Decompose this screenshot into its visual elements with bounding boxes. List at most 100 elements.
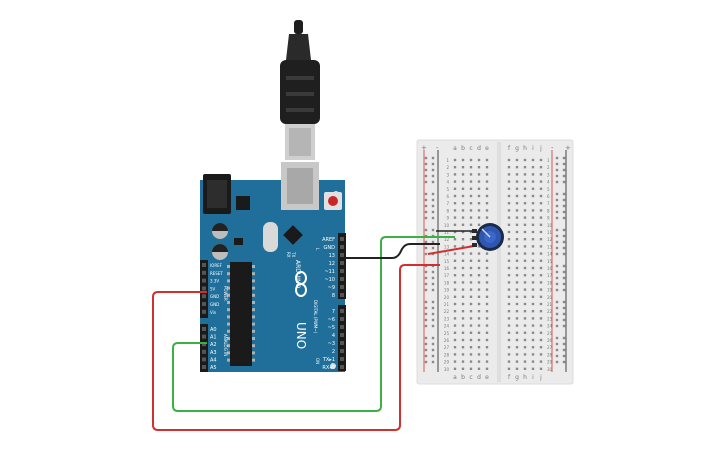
rail-minus-label-right: - (551, 144, 554, 152)
breadboard-row-label: 4 (547, 180, 550, 185)
crystal-oscillator (263, 222, 278, 252)
black-ground-wire[interactable] (345, 243, 440, 259)
power-title: POWER (223, 286, 228, 301)
digital-header-bottom[interactable] (338, 305, 346, 371)
breadboard-row-label: 8 (446, 208, 449, 213)
digital-title: DIGITAL (PWM~) (313, 300, 318, 334)
digital-pin-label: ~9 (328, 285, 335, 291)
breadboard-row-label: 9 (547, 216, 550, 221)
digital-pin-label: 13 (329, 253, 335, 259)
tx-led-label: TX (291, 251, 296, 257)
breadboard-row-label: 13 (547, 244, 553, 249)
breadboard-row-label: 26 (444, 338, 450, 343)
breadboard-row-label: 10 (444, 223, 450, 228)
reset-button[interactable] (324, 192, 342, 210)
digital-pin-label: GND (324, 245, 336, 251)
breadboard-column-label: g (515, 374, 519, 381)
red-jumper[interactable] (427, 245, 475, 255)
breadboard-column-label: b (461, 374, 465, 381)
power-pin-label: RESET (210, 271, 223, 276)
breadboard-column-label: i (532, 374, 534, 381)
breadboard-row-label: 2 (446, 165, 449, 170)
breadboard-row-label: 27 (547, 345, 553, 350)
breadboard-column-label: d (477, 374, 481, 381)
breadboard-row-label: 10 (547, 223, 553, 228)
analog-pin-label: A0 (210, 327, 217, 333)
arduino-uno-board[interactable]: ARDUINO UNO TX RX L ON AREFGND1312~11~10… (200, 162, 346, 372)
breadboard-row-label: 22 (547, 309, 553, 314)
digital-header-top[interactable] (338, 233, 346, 299)
breadboard-row-label: 21 (444, 302, 450, 307)
breadboard-row-label: 16 (547, 266, 553, 271)
breadboard-row-label: 15 (444, 259, 450, 264)
breadboard-row-label: 16 (444, 266, 450, 271)
analog-pin-label: A1 (210, 335, 217, 341)
analog-header[interactable] (200, 324, 208, 372)
power-pin-label: Vin (210, 310, 217, 315)
on-led-label: ON (315, 358, 320, 364)
green-signal-wire[interactable] (172, 236, 455, 412)
analog-title: ANALOG IN (223, 334, 228, 356)
breadboard-row-label: 13 (444, 244, 450, 249)
breadboard-row-label: 15 (547, 259, 553, 264)
breadboard-row-label: 28 (547, 352, 553, 357)
potentiometer[interactable] (472, 223, 504, 251)
breadboard-row-label: 18 (547, 280, 553, 285)
breadboard-row-label: 17 (444, 273, 450, 278)
breadboard-row-label: 2 (547, 165, 550, 170)
usb-cable[interactable] (280, 20, 320, 160)
breadboard-row-label: 8 (547, 208, 550, 213)
breadboard-row-label: 3 (446, 172, 449, 177)
digital-pin-label: ~10 (324, 277, 335, 283)
rx-led-label: RX (286, 252, 291, 258)
breadboard-row-label: 28 (444, 352, 450, 357)
breadboard-row-label: 24 (547, 324, 553, 329)
digital-pin-label: 4 (332, 333, 335, 339)
breadboard-column-label: j (539, 145, 542, 152)
breadboard-column-label: j (539, 374, 542, 381)
digital-pin-label: 8 (332, 293, 335, 299)
breadboard-column-label: a (453, 374, 457, 381)
breadboard-column-label: a (453, 145, 457, 152)
atmega-chip (230, 262, 252, 366)
digital-pin-label: AREF (322, 237, 335, 243)
breadboard-row-label: 22 (444, 309, 450, 314)
breadboard-column-label: f (508, 374, 511, 381)
digital-pin-label: 2 (332, 349, 335, 355)
breadboard-row-label: 1 (547, 158, 550, 163)
digital-pin-label: TX▸1 (322, 357, 335, 363)
analog-pin-label: A4 (210, 357, 217, 363)
power-pin-label: GND (210, 294, 219, 299)
breadboard-row-label: 5 (547, 187, 550, 192)
wires[interactable] (152, 230, 475, 431)
red-power-wire[interactable] (152, 264, 440, 431)
rail-minus-label: - (436, 144, 439, 152)
breadboard-row-label: 18 (444, 280, 450, 285)
digital-pin-label: 7 (332, 309, 335, 315)
breadboard-column-label: f (508, 145, 511, 152)
breadboard-column-label: c (469, 374, 472, 381)
breadboard-column-label: g (515, 145, 519, 152)
breadboard-row-label: 9 (446, 216, 449, 221)
breadboard-row-label: 12 (547, 237, 553, 242)
breadboard-column-label: i (532, 145, 534, 152)
breadboard-row-label: 6 (547, 194, 550, 199)
breadboard-row-label: 21 (547, 302, 553, 307)
breadboard-row-label: 6 (446, 194, 449, 199)
breadboard-column-label: h (523, 374, 527, 381)
breadboard-row-label: 26 (547, 338, 553, 343)
breadboard-row-label: 7 (446, 201, 449, 206)
power-pin-label: GND (210, 302, 219, 307)
rail-plus-label: + (421, 144, 427, 152)
breadboard-row-label: 12 (444, 237, 450, 242)
breadboard-row-label: 19 (444, 288, 450, 293)
breadboard-row-label: 5 (446, 187, 449, 192)
breadboard-column-label: b (461, 145, 465, 152)
digital-pin-label: RX◂0 (322, 365, 335, 371)
breadboard-row-label: 3 (547, 172, 550, 177)
analog-pin-label: A3 (210, 350, 217, 356)
breadboard-column-label: e (485, 374, 489, 381)
breadboard-row-label: 29 (444, 360, 450, 365)
